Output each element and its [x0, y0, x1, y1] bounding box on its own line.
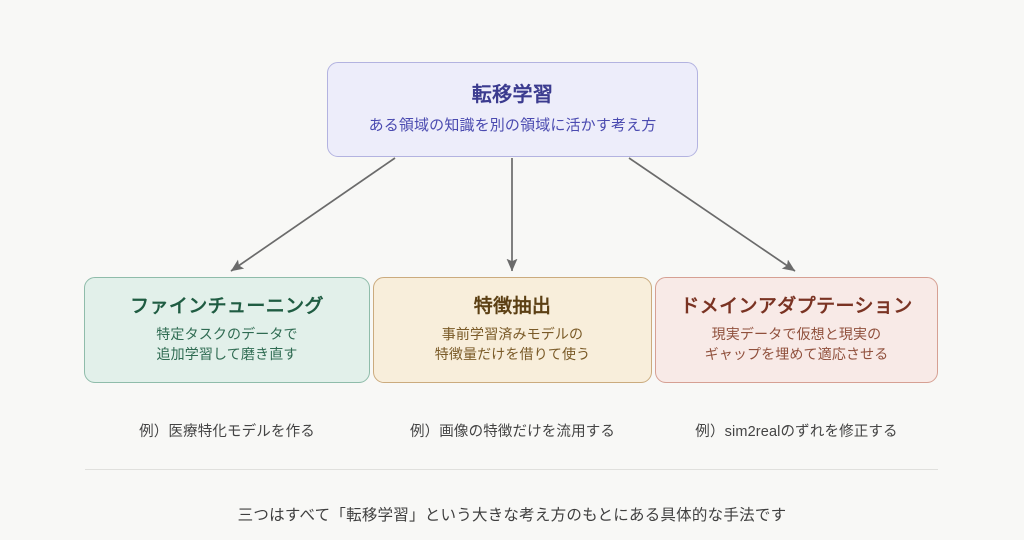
- arrow-root-to-domain: [628, 157, 796, 272]
- arrow-root-to-finetune: [230, 157, 396, 272]
- node-feature-extraction[interactable]: 特徴抽出 事前学習済みモデルの 特徴量だけを借りて使う: [373, 277, 652, 383]
- description-line-1: 事前学習済みモデルの: [441, 326, 584, 343]
- footer-summary-note: 三つはすべて「転移学習」という大きな考え方のもとにある具体的な手法です: [237, 507, 787, 524]
- description-line-1: 特定タスクのデータで: [156, 326, 298, 343]
- description-line-2: 追加学習して磨き直す: [156, 346, 298, 363]
- node-feature-extraction-title: 特徴抽出: [473, 296, 552, 318]
- node-domain-adaptation-title: ドメインアダプテーション: [680, 296, 913, 318]
- example-caption-row: 例）医療特化モデルを作る 例）画像の特徴だけを流用する 例）sim2realのず…: [84, 420, 938, 441]
- example-caption-feature-extraction: 例）画像の特徴だけを流用する: [409, 424, 616, 440]
- example-caption-fine-tuning: 例）医療特化モデルを作る: [139, 424, 315, 440]
- description-line-2: ギャップを埋めて適応させる: [704, 346, 889, 363]
- node-fine-tuning-description: 特定タスクのデータで 追加学習して磨き直す: [156, 324, 297, 365]
- node-feature-extraction-description: 事前学習済みモデルの 特徴量だけを借りて使う: [435, 324, 591, 365]
- node-fine-tuning-title: ファインチューニング: [130, 296, 324, 318]
- node-domain-adaptation-description: 現実データで仮想と現実の ギャップを埋めて適応させる: [705, 324, 889, 365]
- footer-divider: [85, 469, 938, 470]
- node-root-title: 転移学習: [471, 83, 554, 106]
- description-line-2: 特徴量だけを借りて使う: [434, 346, 591, 363]
- node-fine-tuning[interactable]: ファインチューニング 特定タスクのデータで 追加学習して磨き直す: [84, 277, 370, 383]
- example-caption-domain-adaptation: 例）sim2realのずれを修正する: [695, 424, 898, 440]
- description-line-1: 現実データで仮想と現実の: [711, 326, 882, 343]
- node-root-description: ある領域の知識を別の領域に活かす考え方: [368, 116, 657, 134]
- node-domain-adaptation[interactable]: ドメインアダプテーション 現実データで仮想と現実の ギャップを埋めて適応させる: [655, 277, 938, 383]
- node-transfer-learning[interactable]: 転移学習 ある領域の知識を別の領域に活かす考え方: [327, 62, 698, 157]
